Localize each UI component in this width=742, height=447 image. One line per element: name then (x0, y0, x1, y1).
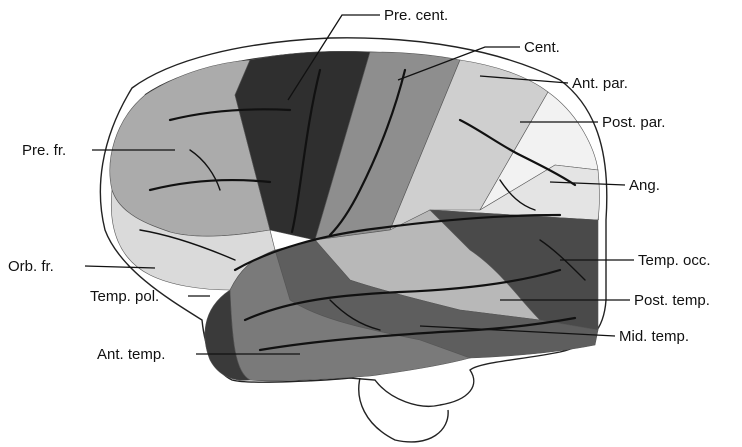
label-post-par: Post. par. (602, 114, 665, 131)
label-cent: Cent. (524, 39, 560, 56)
cerebellum-outline (359, 378, 448, 442)
label-ang: Ang. (629, 177, 660, 194)
label-orb-fr: Orb. fr. (8, 258, 54, 275)
label-pre-cent: Pre. cent. (384, 7, 448, 24)
label-ant-par: Ant. par. (572, 75, 628, 92)
label-pre-fr: Pre. fr. (22, 142, 66, 159)
label-mid-temp: Mid. temp. (619, 328, 689, 345)
label-post-temp: Post. temp. (634, 292, 710, 309)
label-ant-temp: Ant. temp. (97, 346, 165, 363)
label-temp-pol: Temp. pol. (90, 288, 159, 305)
label-temp-occ: Temp. occ. (638, 252, 711, 269)
